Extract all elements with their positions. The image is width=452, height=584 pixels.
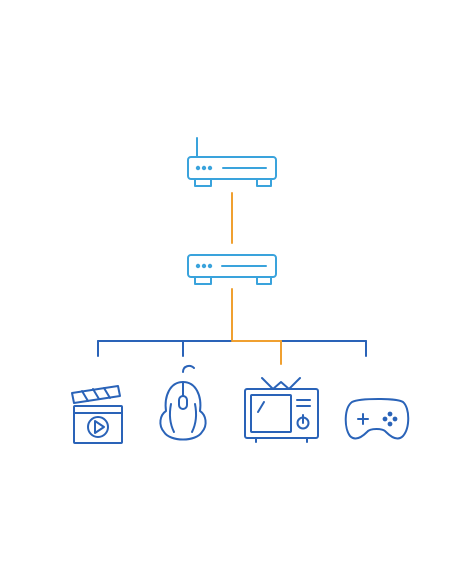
gamepad-icon: [344, 398, 410, 440]
router-with-antenna-icon: [187, 137, 277, 187]
network-switch-icon: [187, 254, 277, 285]
gaming-mouse-icon: [159, 364, 207, 441]
retro-tv-icon: [244, 377, 319, 443]
links: [97, 192, 367, 365]
clapperboard-video-icon: [71, 385, 123, 444]
